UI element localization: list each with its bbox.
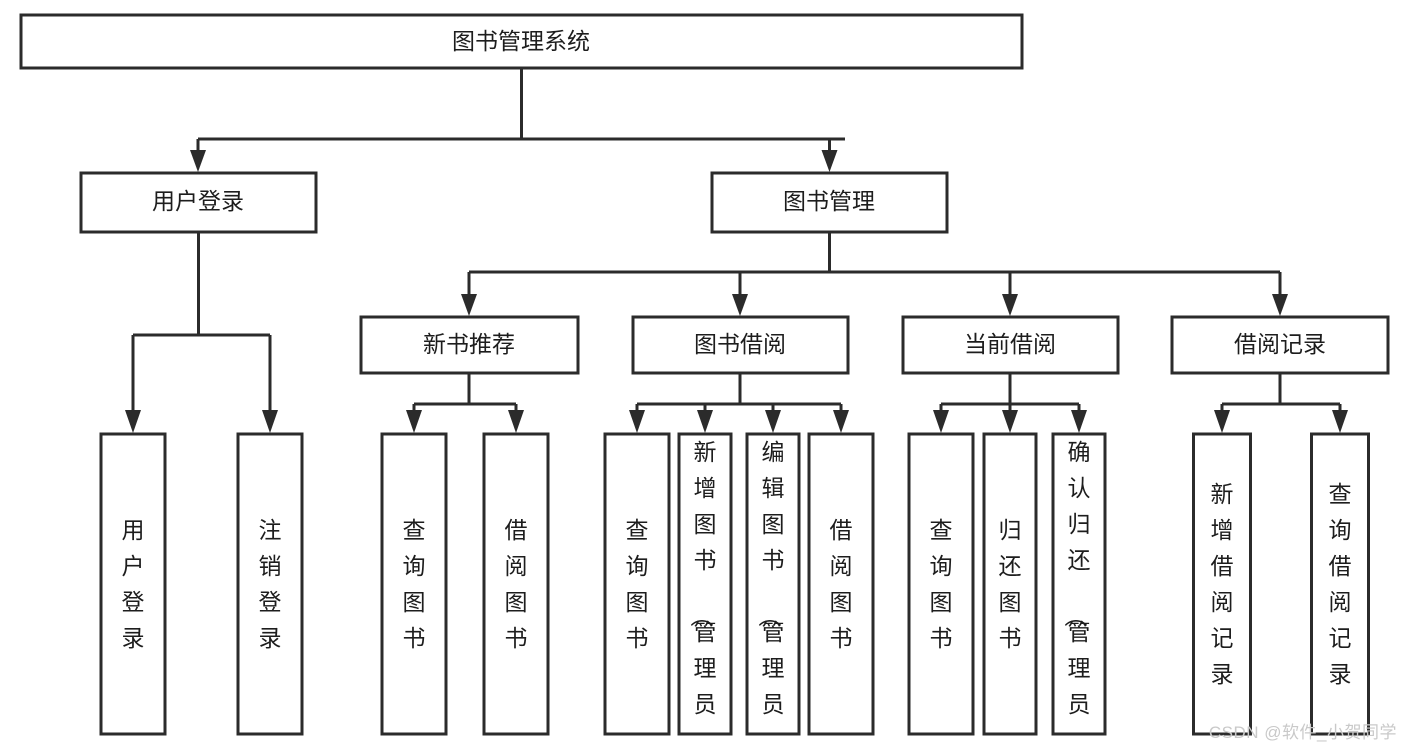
- leaf-node[interactable]: 查询借阅记录: [1310, 432, 1370, 736]
- arrowhead-current-borrow: [1002, 294, 1018, 316]
- leaf-node[interactable]: 借阅图书: [807, 432, 875, 736]
- arrowhead-leaf-2: [406, 410, 422, 433]
- node-root-box[interactable]: [19, 13, 1024, 70]
- leaf-node-box[interactable]: [380, 432, 448, 736]
- leaf-node[interactable]: 归还图书: [982, 432, 1038, 736]
- node-book-borrow-box[interactable]: [631, 315, 850, 375]
- node-new-book-recommend[interactable]: 新书推荐: [359, 315, 580, 375]
- leaf-node-box[interactable]: [677, 432, 733, 736]
- node-user-login-label: 用户登录: [152, 188, 244, 214]
- leaf-node-box[interactable]: [807, 432, 875, 736]
- arrowhead-leaf-5: [697, 410, 713, 433]
- node-borrow-record-box[interactable]: [1170, 315, 1390, 375]
- arrowhead-leaf-3: [508, 410, 524, 433]
- connector-group-current-borrow: [933, 373, 1087, 433]
- arrowhead-leaf-6: [765, 410, 781, 433]
- leaf-node-label: 确认归还（管理员）: [1063, 439, 1091, 747]
- node-book-manage-box[interactable]: [710, 171, 949, 234]
- arrowhead-leaf-1: [262, 410, 278, 433]
- arrowhead-user-login: [190, 150, 206, 172]
- leaf-node[interactable]: 查询图书: [603, 432, 671, 736]
- leaf-node-label: 借阅图书: [830, 517, 853, 651]
- arrowhead-leaf-4: [629, 410, 645, 433]
- node-user-login-box[interactable]: [79, 171, 318, 234]
- leaf-node-box[interactable]: [99, 432, 167, 736]
- arrowhead-leaf-11: [1214, 410, 1230, 433]
- node-current-borrow-label: 当前借阅: [964, 331, 1056, 357]
- arrowhead-leaf-12: [1332, 410, 1348, 433]
- leaf-node[interactable]: 借阅图书: [482, 432, 550, 736]
- node-root[interactable]: 图书管理系统: [19, 13, 1024, 70]
- connector-group-book-manage: [461, 232, 1288, 316]
- leaf-node[interactable]: 查询图书: [380, 432, 448, 736]
- arrowhead-new-book-rec: [461, 294, 477, 316]
- node-borrow-record[interactable]: 借阅记录: [1170, 315, 1390, 375]
- leaf-node-label: 注销登录: [259, 517, 282, 651]
- arrowhead-leaf-8: [933, 410, 949, 433]
- node-new-book-recommend-box[interactable]: [359, 315, 580, 375]
- leaf-node-box[interactable]: [603, 432, 671, 736]
- leaf-node[interactable]: 用户登录: [99, 432, 167, 736]
- node-current-borrow[interactable]: 当前借阅: [901, 315, 1120, 375]
- leaf-node-box[interactable]: [1310, 432, 1370, 736]
- arrowhead-leaf-10: [1071, 410, 1087, 433]
- arrowhead-book-manage: [821, 150, 838, 172]
- node-borrow-record-label: 借阅记录: [1234, 331, 1326, 357]
- leaf-node-label: 借阅图书: [505, 517, 528, 651]
- leaf-node-layer: 用户登录 注销登录 查询图书 借阅图书 查询图书 新增图书（管理员） 编辑图书（管理员） 借阅…: [99, 432, 1370, 747]
- connector-group-book-borrow: [629, 373, 849, 433]
- connector-group-user-login: [125, 232, 278, 433]
- leaf-node-box[interactable]: [745, 432, 801, 736]
- leaf-node-box[interactable]: [482, 432, 550, 736]
- node-book-manage-label: 图书管理: [783, 188, 875, 214]
- leaf-node[interactable]: 编辑图书（管理员）: [745, 432, 801, 747]
- leaf-node-label: 用户登录: [122, 517, 145, 651]
- node-new-book-recommend-label: 新书推荐: [423, 331, 515, 357]
- leaf-node[interactable]: 注销登录: [236, 432, 304, 736]
- arrowhead-borrow-record: [1272, 294, 1288, 316]
- node-book-borrow-label: 图书借阅: [694, 331, 786, 357]
- leaf-node-label: 查询图书: [930, 517, 953, 651]
- leaf-node-box[interactable]: [907, 432, 975, 736]
- connector-group-root: [190, 68, 845, 172]
- arrowhead-leaf-0: [125, 410, 141, 433]
- leaf-node-label: 查询图书: [626, 517, 649, 651]
- node-book-borrow[interactable]: 图书借阅: [631, 315, 850, 375]
- leaf-node-box[interactable]: [982, 432, 1038, 736]
- leaf-node-label: 新增图书（管理员）: [689, 439, 717, 747]
- node-current-borrow-box[interactable]: [901, 315, 1120, 375]
- leaf-node-label: 新增借阅记录: [1211, 481, 1234, 687]
- leaf-node-label: 查询图书: [403, 517, 426, 651]
- arrowhead-book-borrow: [732, 294, 748, 316]
- arrowhead-leaf-7: [833, 410, 849, 433]
- leaf-node-box[interactable]: [1192, 432, 1252, 736]
- node-root-label: 图书管理系统: [452, 28, 590, 54]
- leaf-node[interactable]: 新增借阅记录: [1192, 432, 1252, 736]
- node-book-manage[interactable]: 图书管理: [710, 171, 949, 234]
- leaf-node-box[interactable]: [1051, 432, 1107, 736]
- arrowhead-leaf-9: [1002, 410, 1018, 433]
- node-user-login[interactable]: 用户登录: [79, 171, 318, 234]
- leaf-node-label: 查询借阅记录: [1329, 481, 1352, 687]
- connector-group-borrow-record: [1214, 373, 1348, 433]
- leaf-node-label: 编辑图书（管理员）: [757, 439, 785, 747]
- leaf-node[interactable]: 确认归还（管理员）: [1051, 432, 1107, 747]
- leaf-node-box[interactable]: [236, 432, 304, 736]
- leaf-node-label: 归还图书: [999, 517, 1022, 651]
- csdn-watermark: CSDN @软件_小贺同学: [1208, 723, 1397, 742]
- connector-group-new-book-rec: [406, 373, 524, 433]
- leaf-node[interactable]: 新增图书（管理员）: [677, 432, 733, 747]
- leaf-node[interactable]: 查询图书: [907, 432, 975, 736]
